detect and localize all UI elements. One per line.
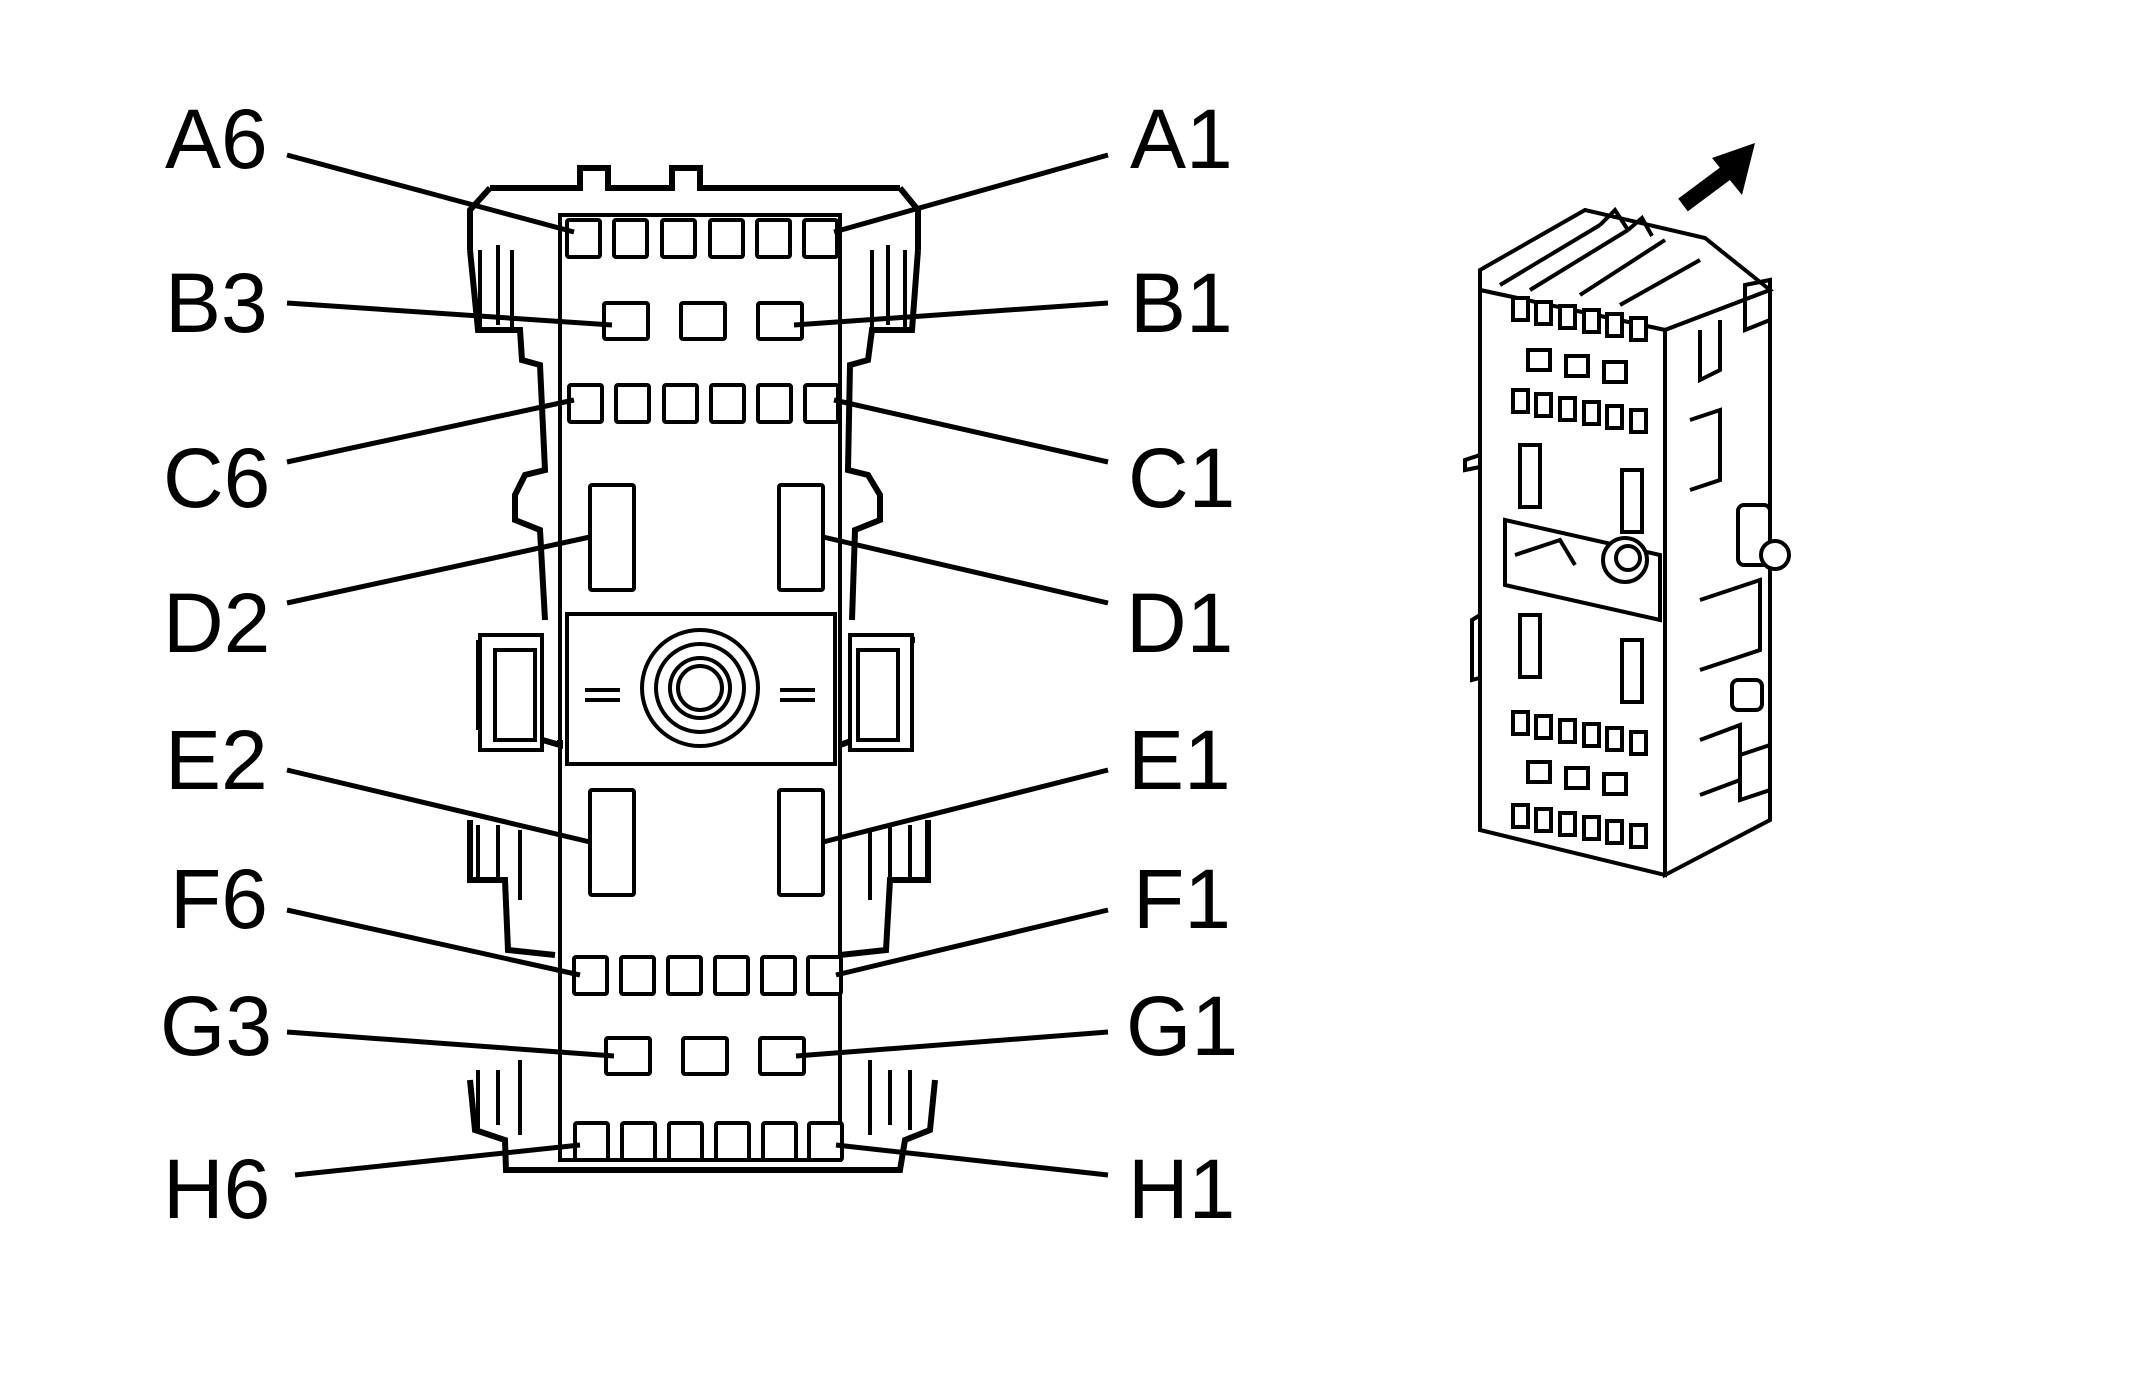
label-h1: H1 bbox=[1128, 1142, 1235, 1236]
label-h6: H6 bbox=[163, 1142, 270, 1236]
label-c1: C1 bbox=[1128, 431, 1235, 525]
cavity-e1 bbox=[777, 788, 825, 897]
label-d1: D1 bbox=[1126, 576, 1233, 670]
pin-labels: A6 A1 B3 B1 C6 C1 D2 D1 E2 E1 F6 F1 G3 G… bbox=[160, 92, 1238, 1236]
cavity-b3 bbox=[602, 301, 650, 341]
cavity-c1 bbox=[803, 383, 840, 424]
cavity-h1 bbox=[807, 1121, 844, 1162]
cavity-f1 bbox=[806, 955, 843, 996]
cavity-c6 bbox=[567, 383, 604, 424]
label-f6: F6 bbox=[170, 852, 268, 946]
cavity-d1 bbox=[777, 483, 825, 592]
mating-direction-arrow-icon bbox=[1678, 143, 1755, 212]
iso-cavities bbox=[1511, 296, 1648, 849]
leader-lines bbox=[286, 152, 1109, 1178]
cavity-a1 bbox=[802, 218, 839, 259]
label-b3: B3 bbox=[165, 256, 268, 350]
cavity-e2 bbox=[588, 788, 636, 897]
label-e2: E2 bbox=[165, 713, 268, 807]
label-e1: E1 bbox=[1128, 713, 1231, 807]
label-f1: F1 bbox=[1133, 852, 1231, 946]
label-d2: D2 bbox=[163, 576, 270, 670]
label-a6: A6 bbox=[165, 92, 268, 186]
connector-isometric-view bbox=[1463, 143, 1791, 879]
cavity-h6 bbox=[573, 1121, 610, 1162]
label-g3: G3 bbox=[160, 979, 272, 1073]
cavity-b1 bbox=[756, 301, 804, 341]
label-g1: G1 bbox=[1126, 979, 1238, 1073]
cavity-d2 bbox=[588, 483, 636, 592]
label-a1: A1 bbox=[1130, 92, 1233, 186]
cavity-a6 bbox=[565, 218, 602, 259]
label-b1: B1 bbox=[1130, 256, 1233, 350]
label-c6: C6 bbox=[163, 431, 270, 525]
